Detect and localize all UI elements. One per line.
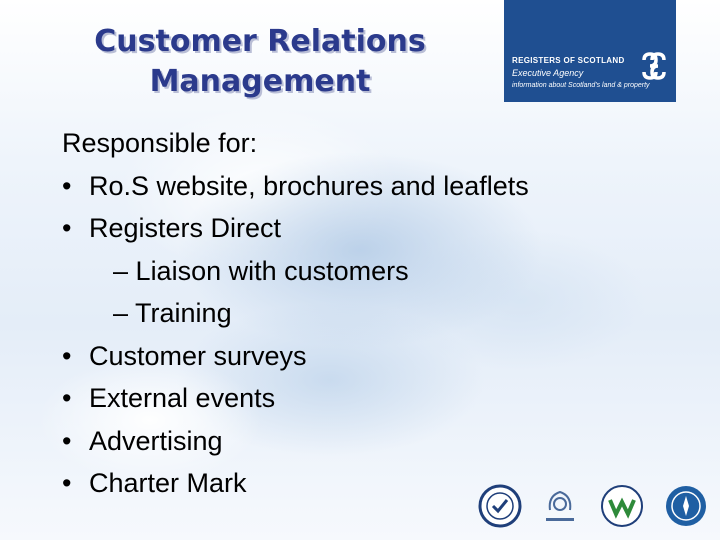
title-line-2: Management	[149, 64, 371, 99]
bullet-icon: •	[62, 340, 72, 371]
slide-body: Responsible for: • Ro.S website, brochur…	[62, 122, 682, 505]
ros-knot-icon	[642, 52, 666, 80]
list-item: • External events	[62, 377, 682, 420]
bullet-icon: •	[62, 383, 72, 413]
investors-in-people-icon	[546, 490, 574, 521]
accreditation-seal-icon	[666, 486, 706, 526]
intro-text: Responsible for:	[62, 128, 258, 158]
slide-title: Customer Relations Management	[70, 22, 450, 102]
list-item-text: External events	[89, 383, 276, 413]
list-item-text: Customer surveys	[89, 340, 307, 371]
dash-marker: –	[113, 298, 129, 328]
positive-about-disabled-people-icon	[601, 485, 643, 527]
sub-list-item-text: Training	[135, 298, 232, 328]
list-item-text: Advertising	[89, 425, 223, 456]
registers-of-scotland-logo: REGISTERS OF SCOTLAND Executive Agency i…	[504, 0, 676, 102]
sub-list-item-text: Liaison with customers	[135, 255, 409, 286]
logo-line-2: Executive Agency	[512, 68, 584, 78]
bullet-icon: •	[62, 425, 72, 456]
list-item-text: Ro.S website, brochures and leaflets	[89, 170, 529, 201]
sub-list-item: – Liaison with customers	[62, 250, 682, 293]
list-item-text: Registers Direct	[89, 213, 282, 243]
list-item: • Ro.S website, brochures and leaflets	[62, 165, 682, 208]
list-item: • Registers Direct	[62, 207, 682, 250]
charter-mark-icon	[478, 484, 522, 528]
accreditation-badges	[476, 484, 716, 534]
sub-list-item: – Training	[62, 292, 682, 335]
dash-marker: –	[113, 255, 129, 286]
bullet-icon: •	[62, 170, 72, 201]
logo-line-3: information about Scotland's land & prop…	[512, 82, 650, 89]
list-item: • Charter Mark	[62, 462, 682, 505]
list-item: • Customer surveys	[62, 335, 682, 378]
list-item: • Advertising	[62, 420, 682, 463]
title-line-1: Customer Relations	[94, 24, 426, 59]
bullet-icon: •	[62, 213, 72, 243]
logo-line-1: REGISTERS OF SCOTLAND	[512, 56, 625, 65]
bullet-icon: •	[62, 468, 72, 498]
list-item-text: Charter Mark	[89, 468, 247, 498]
